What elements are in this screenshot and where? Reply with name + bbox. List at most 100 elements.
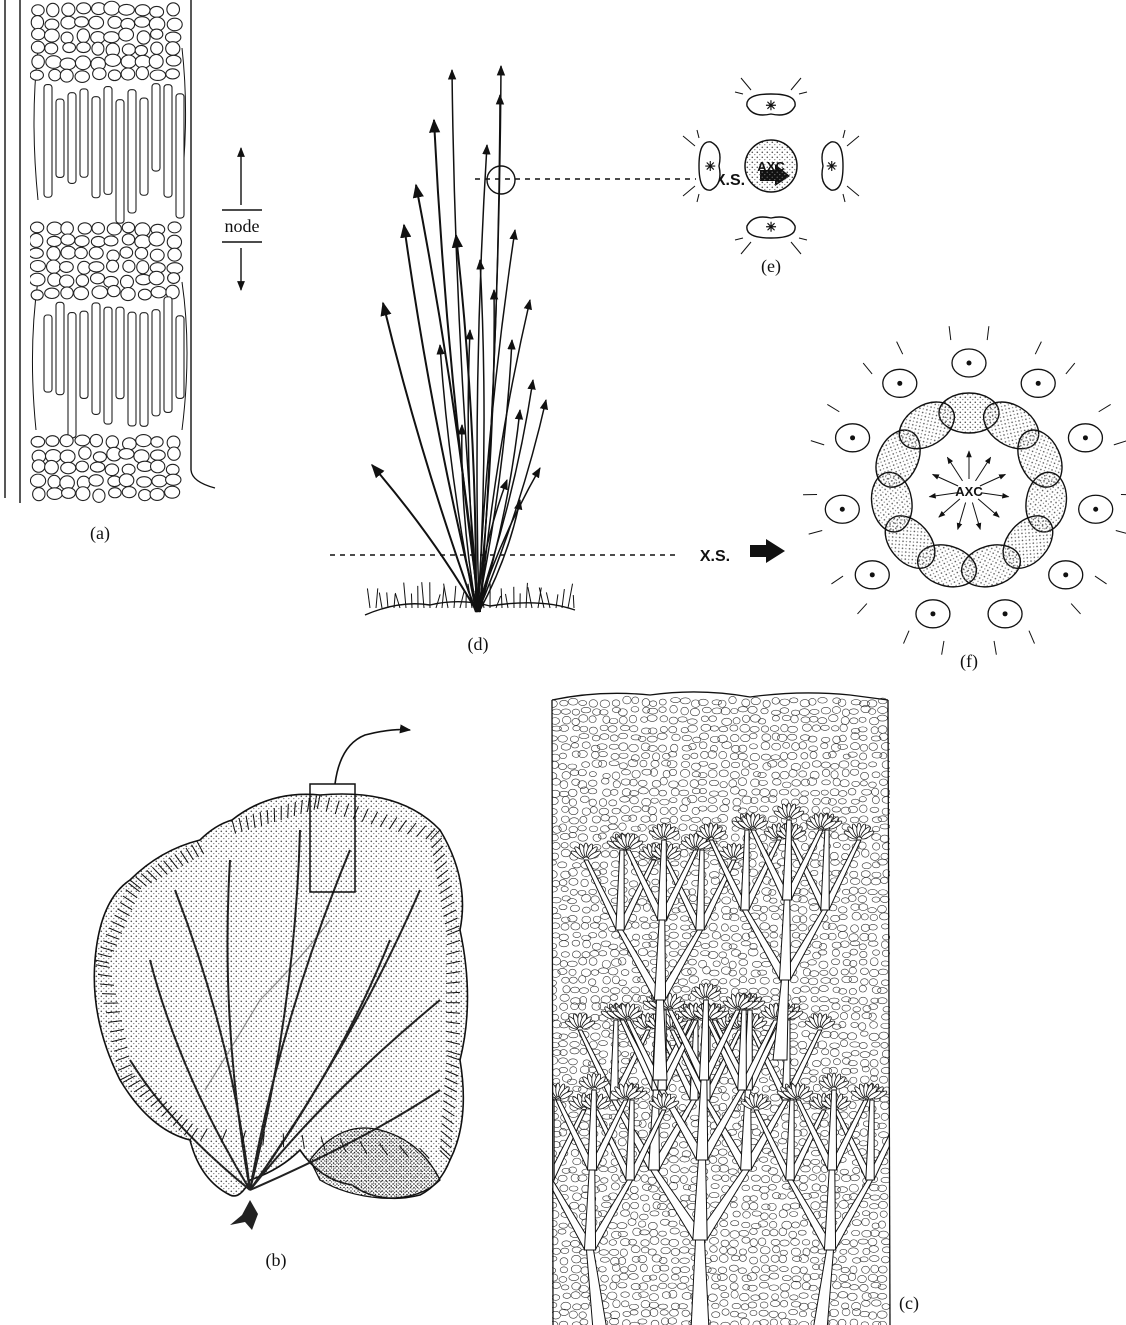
- small-cell: [31, 290, 43, 300]
- small-cell: [61, 287, 73, 299]
- hair: [683, 186, 695, 196]
- asterisk-mark: ✳: [824, 161, 839, 172]
- small-cell: [139, 489, 151, 500]
- small-cell: [150, 6, 164, 17]
- small-cell: [33, 488, 45, 501]
- small-cell: [92, 286, 108, 299]
- grass-stroke: [528, 587, 532, 608]
- small-cell: [167, 263, 183, 274]
- small-cell: [166, 69, 180, 79]
- cell-dot: [967, 361, 972, 366]
- hair: [904, 631, 910, 644]
- small-cell: [149, 271, 164, 284]
- grass-stroke: [379, 593, 382, 608]
- small-cell: [122, 234, 134, 245]
- plant-branches: [372, 66, 546, 612]
- panel-f-axc-label: AXC: [955, 484, 983, 499]
- small-cell: [76, 461, 88, 472]
- elongate-cell: [164, 297, 172, 413]
- small-cell: [151, 460, 165, 473]
- elongate-cell: [152, 84, 160, 171]
- small-cell: [150, 70, 166, 80]
- small-cell: [77, 3, 91, 14]
- small-cell: [106, 436, 118, 448]
- small-cell: [46, 56, 62, 69]
- terminal-cell: [536, 1090, 550, 1101]
- small-cell: [46, 436, 59, 447]
- hair: [697, 194, 699, 202]
- small-cell: [91, 236, 105, 246]
- grass-stroke: [376, 588, 378, 608]
- small-cell: [122, 222, 134, 233]
- small-cell: [119, 28, 134, 41]
- small-cell: [32, 28, 45, 39]
- elongate-cell: [152, 310, 160, 416]
- hair: [791, 242, 801, 254]
- small-cell: [151, 29, 163, 39]
- small-cell: [31, 16, 43, 30]
- cell-dot: [930, 611, 935, 616]
- small-cell: [152, 475, 167, 487]
- small-cell: [135, 45, 147, 55]
- pericentral-cell: ✳: [735, 78, 807, 115]
- small-cell: [138, 289, 151, 300]
- hair: [1071, 604, 1080, 614]
- grass-stroke: [387, 592, 388, 608]
- small-cell: [62, 488, 76, 499]
- small-cell: [105, 54, 121, 66]
- hair: [791, 78, 801, 90]
- grass-stroke: [505, 594, 508, 608]
- elongate-cell: [92, 97, 100, 198]
- small-cell: [30, 222, 43, 233]
- small-cell: [122, 464, 135, 475]
- small-cell: [61, 32, 73, 43]
- small-cell: [92, 42, 104, 55]
- small-cell: [149, 232, 164, 246]
- small-cell: [60, 275, 74, 287]
- elongate-cell: [104, 307, 112, 424]
- small-cell: [151, 287, 166, 298]
- small-cell: [75, 17, 89, 27]
- small-cell: [108, 285, 121, 296]
- small-cell: [166, 464, 179, 475]
- small-cell: [76, 275, 88, 287]
- small-cell: [75, 71, 89, 83]
- small-cell: [30, 70, 43, 80]
- small-cell: [47, 247, 60, 261]
- small-cell: [31, 41, 44, 53]
- hair: [809, 530, 823, 534]
- elongate-cell: [128, 90, 136, 213]
- small-cell: [44, 29, 59, 42]
- elongate-cell: [128, 312, 136, 426]
- small-cell: [121, 68, 135, 80]
- small-cell: [135, 5, 150, 16]
- small-cell: [45, 43, 58, 54]
- elongate-cell: [80, 89, 88, 177]
- small-cell: [104, 1, 120, 15]
- small-cell: [78, 223, 91, 234]
- small-cell: [89, 475, 103, 486]
- small-cell: [135, 17, 150, 28]
- cell-dot: [1003, 611, 1008, 616]
- terminal-cell: [888, 1100, 902, 1111]
- small-cell: [32, 5, 44, 16]
- elongate-cell: [176, 94, 184, 218]
- xs-lower-arrow-icon: [750, 539, 785, 563]
- cell-dot: [1093, 507, 1098, 512]
- elongate-cell: [176, 316, 184, 399]
- hair: [863, 363, 872, 374]
- small-cell: [47, 3, 59, 17]
- small-cell: [122, 44, 135, 55]
- small-cell: [151, 450, 166, 460]
- radial-arrow: [939, 499, 960, 517]
- small-cell: [30, 474, 45, 487]
- small-cell: [104, 32, 120, 43]
- grass-stroke: [442, 587, 444, 608]
- filament-cell: [514, 1110, 554, 1180]
- small-cell: [151, 42, 163, 54]
- small-cell: [137, 31, 150, 44]
- pericentral-cell: ✳: [683, 130, 720, 202]
- terminal-cell: [508, 1093, 517, 1108]
- small-cell: [151, 437, 163, 447]
